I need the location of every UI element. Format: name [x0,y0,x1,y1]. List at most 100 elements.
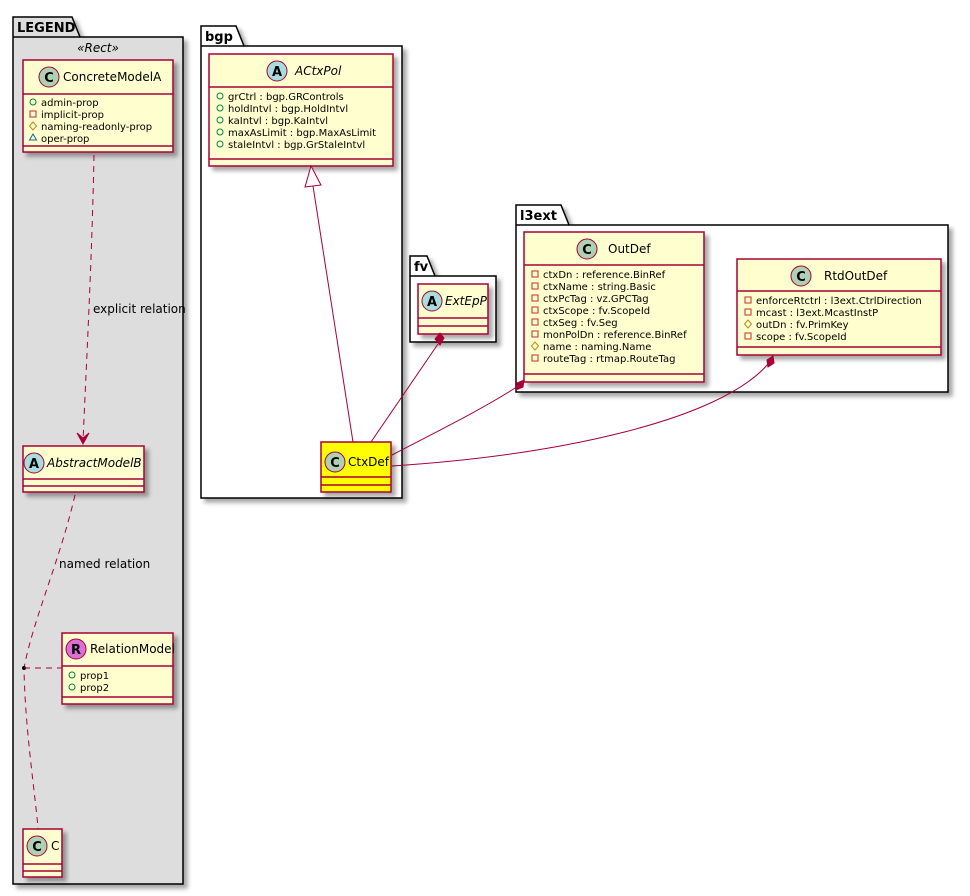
attribute: kaIntvl : bgp.KaIntvl [228,116,328,127]
class-kind-c-icon [38,66,60,88]
protected-visibility-icon [743,319,753,329]
relation-explicit: explicit relation [76,154,186,446]
package-legend-stereotype: «Rect» [77,41,119,55]
composition-diamond-icon [434,332,445,346]
svg-text:C: C [582,243,592,258]
public-visibility-icon [68,671,76,679]
composition-diamond-icon [766,355,775,368]
arrowhead-icon [76,432,90,446]
attribute: holdIntvl : bgp.HoldIntvl [228,104,348,115]
class-out-def[interactable]: C OutDef ctxDn : reference.BinRef ctxNam… [523,231,705,383]
package-fv-title: fv [414,260,429,275]
relation-inheritance-actxpol [304,164,354,443]
public-visibility-icon [216,140,224,148]
relation-composition-outdef [391,379,525,456]
attribute: oper-prop [41,134,89,145]
attribute: ctxDn : reference.BinRef [543,270,666,281]
attribute: ctxPcTag : vz.GPCTag [543,294,649,305]
class-rtd-out-def[interactable]: C RtdOutDef enforceRtctrl : l3ext.CtrlDi… [736,258,942,356]
attribute: monPolDn : reference.BinRef [543,330,687,341]
relation-label: named relation [59,557,150,571]
public-visibility-icon [29,98,37,106]
attribute: naming-readonly-prop [41,122,152,133]
public-visibility-icon [216,116,224,124]
class-kind-c-icon [26,835,48,857]
private-visibility-icon [744,332,752,340]
class-kind-r-icon [65,638,87,660]
attribute: prop2 [80,683,109,694]
class-concrete-model-a[interactable]: C ConcreteModelA admin-prop implicit-pro… [22,59,174,153]
class-kind-c-icon [790,265,812,287]
private-visibility-icon [744,308,752,316]
relation-composition-extepp [370,332,445,443]
private-visibility-icon [531,270,539,278]
svg-text:C: C [32,840,42,855]
class-name: RelationModel [90,642,175,656]
public-visibility-icon [216,104,224,112]
private-visibility-icon [29,110,37,118]
class-name: RtdOutDef [824,269,888,283]
attribute: staleIntvl : bgp.GrStaleIntvl [228,140,365,151]
private-visibility-icon [531,354,539,362]
private-visibility-icon [531,294,539,302]
class-abstract-model-b[interactable]: A AbstractModelB [22,445,145,493]
private-visibility-icon [531,306,539,314]
class-relation-model[interactable]: R RelationModel prop1 prop2 [61,632,175,705]
public-visibility-icon [216,128,224,136]
attribute: name : naming.Name [543,342,651,353]
relation-named: named relation [22,494,150,852]
public-visibility-icon [68,683,76,691]
attribute: mcast : l3ext.McastInstP [756,308,878,319]
package-bgp-title: bgp [205,30,233,45]
private-visibility-icon [744,296,752,304]
class-name: CtxDef [348,455,390,469]
class-kind-a-icon [23,452,45,474]
class-kind-c-icon [324,451,346,473]
svg-text:C: C [796,270,806,285]
class-name: ExtEpP [445,294,488,308]
package-visibility-icon [28,133,38,141]
private-visibility-icon [531,282,539,290]
class-kind-a-icon [266,60,288,82]
protected-visibility-icon [530,341,540,351]
attribute: ctxScope : fv.ScopeId [543,306,650,317]
attribute: outDn : fv.PrimKey [756,320,849,331]
inheritance-arrow-icon [304,164,322,188]
class-name: AbstractModelB [46,456,142,470]
attribute: routeTag : rtmap.RouteTag [543,354,675,365]
private-visibility-icon [531,318,539,326]
class-c[interactable]: C C [22,828,63,878]
private-visibility-icon [531,330,539,338]
package-l3ext-title: l3ext [520,209,557,224]
attribute: grCtrl : bgp.GRControls [228,92,344,103]
svg-text:C: C [44,71,54,86]
public-visibility-icon [216,92,224,100]
class-name: C [51,839,59,853]
svg-text:R: R [71,643,81,658]
attribute: prop1 [80,671,109,682]
attribute: ctxSeg : fv.Seg [543,318,618,329]
attribute: ctxName : string.Basic [543,282,656,293]
attribute: enforceRtctrl : l3ext.CtrlDirection [756,296,922,307]
relation-label: explicit relation [93,302,186,316]
class-name: ACtxPol [294,64,342,78]
class-name: OutDef [608,242,651,256]
svg-text:A: A [272,65,282,80]
attribute: maxAsLimit : bgp.MaxAsLimit [228,128,376,139]
class-ctx-def[interactable]: C CtxDef [320,441,392,493]
svg-text:A: A [29,457,39,472]
attribute: scope : fv.ScopeId [756,332,847,343]
class-ext-ep-p[interactable]: A ExtEpP [417,283,489,335]
composition-diamond-icon [515,379,525,391]
class-actx-pol[interactable]: A ACtxPol grCtrl : bgp.GRControls holdIn… [208,53,394,167]
attribute: implicit-prop [41,110,104,121]
svg-text:C: C [330,456,340,471]
package-legend-title: LEGEND [17,21,76,36]
relation-composition-rtdoutdef [391,355,775,467]
attribute: admin-prop [41,98,99,109]
class-kind-c-icon [576,238,598,260]
class-kind-a-icon [421,290,443,312]
svg-text:A: A [427,295,437,310]
class-name: ConcreteModelA [63,70,162,84]
